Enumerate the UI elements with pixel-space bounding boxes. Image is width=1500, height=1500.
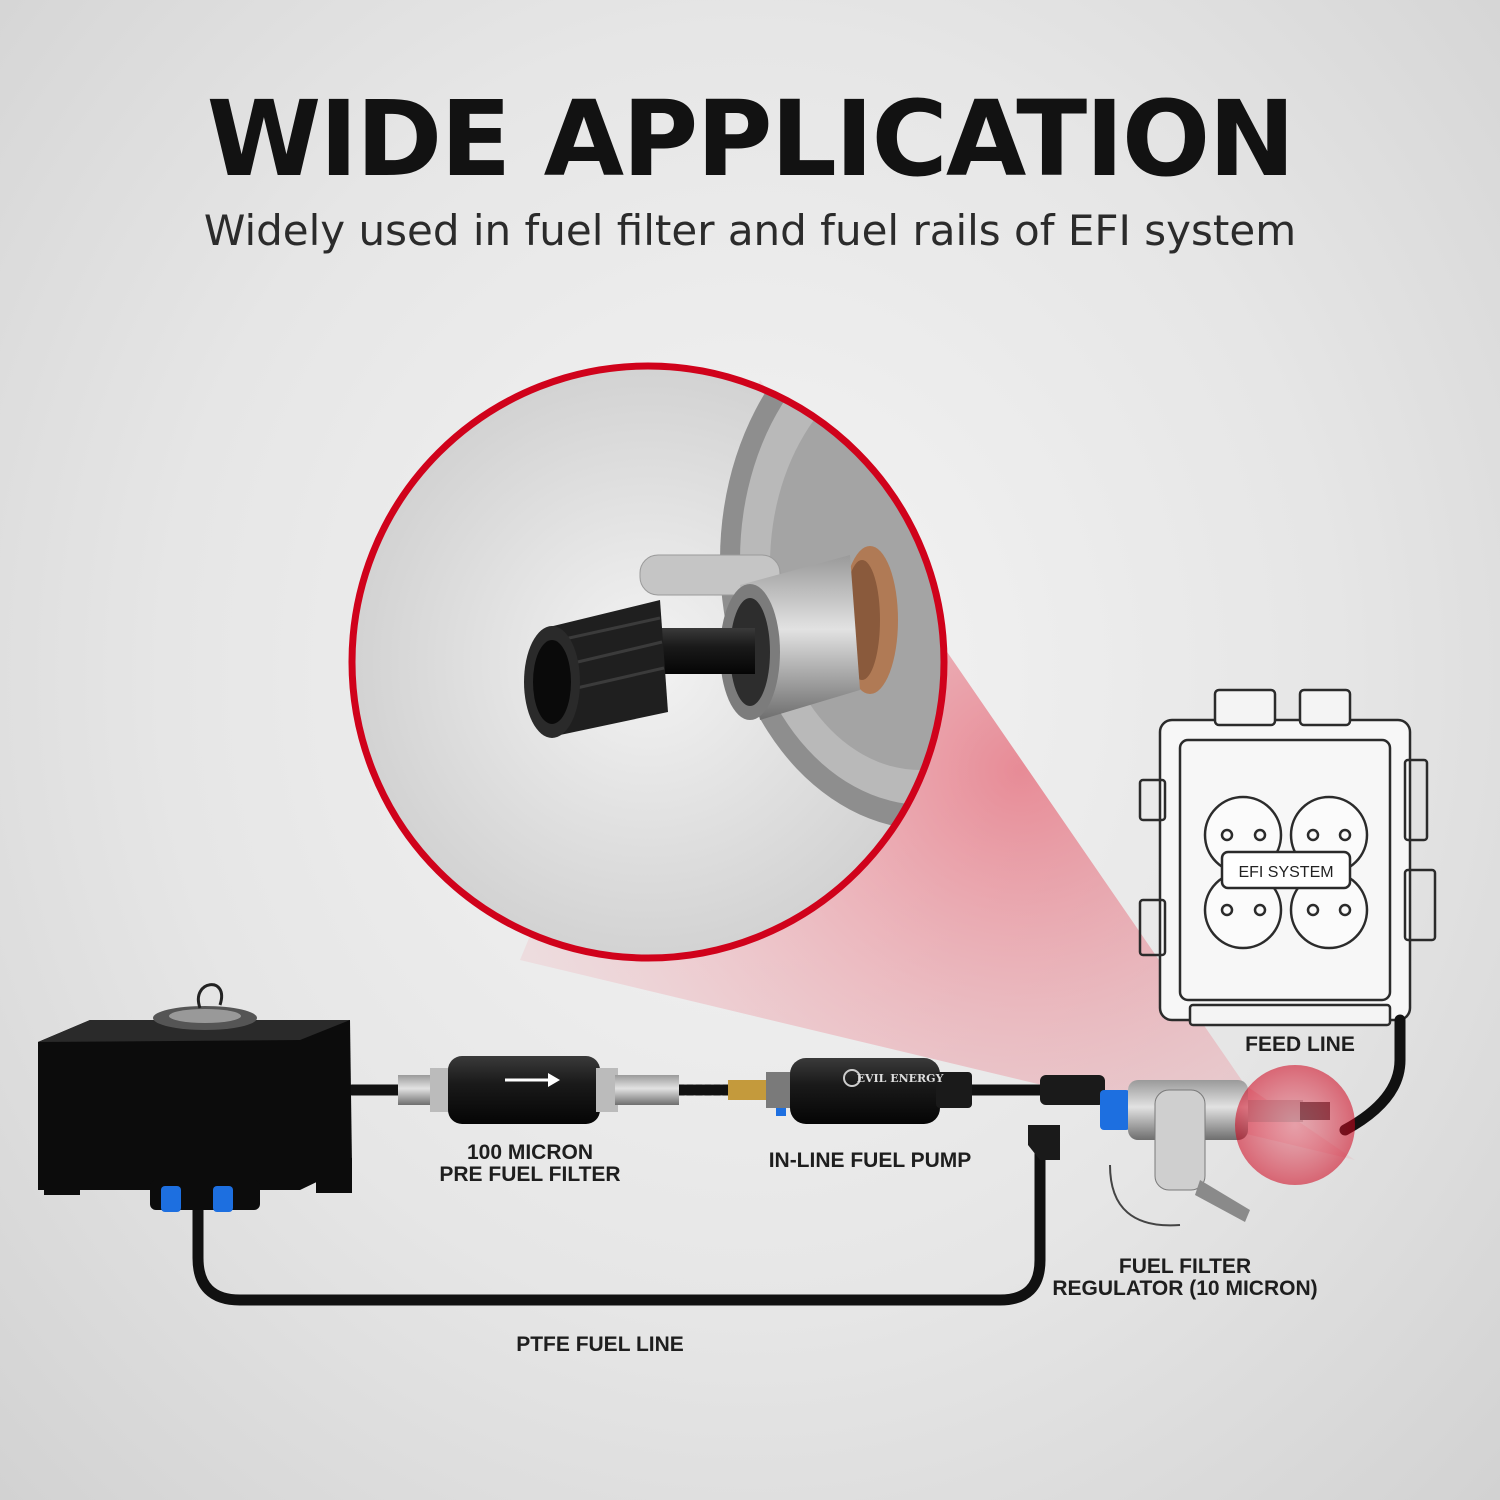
pre-filter-label-line1: 100 MICRON — [466, 1141, 594, 1164]
pump-label: IN-LINE FUEL PUMP — [768, 1149, 972, 1172]
pre-fuel-filter — [398, 1056, 679, 1124]
fuel-tank — [38, 983, 352, 1212]
efi-throttle-body — [1138, 688, 1437, 1027]
fuel-lines — [192, 1014, 1406, 1306]
page-title: WIDE APPLICATION — [206, 78, 1296, 200]
feed-line-label: FEED LINE — [1245, 1033, 1355, 1056]
pre-filter-label: 100 MICRON PRE FUEL FILTER — [430, 1142, 630, 1186]
regulator-label-line2: REGULATOR (10 MICRON) — [1052, 1277, 1318, 1300]
regulator-label: FUEL FILTER REGULATOR (10 MICRON) — [1040, 1256, 1330, 1300]
page-subtitle: Widely used in fuel filter and fuel rail… — [203, 206, 1297, 255]
pump-brand-text: EVIL ENERGY — [857, 1072, 944, 1085]
pre-filter-label-line2: PRE FUEL FILTER — [439, 1163, 621, 1186]
efi-system-text: EFI SYSTEM — [1238, 864, 1333, 881]
ptfe-line-label: PTFE FUEL LINE — [516, 1333, 684, 1356]
fitting-focus-circle — [1235, 1065, 1355, 1185]
inline-fuel-pump — [728, 1058, 972, 1124]
regulator-label-line1: FUEL FILTER — [1118, 1255, 1252, 1278]
